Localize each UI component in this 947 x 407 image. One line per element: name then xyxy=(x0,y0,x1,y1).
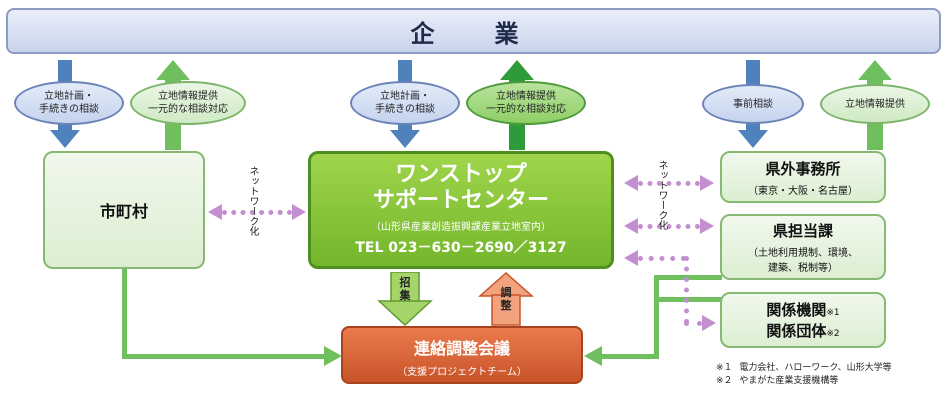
office-network-arrowhead-right xyxy=(700,175,714,191)
municipality-connector-arrowhead xyxy=(324,346,342,366)
section-sub-line1: （土地利用規制、環境、 xyxy=(748,248,858,259)
company-banner: 企 業 xyxy=(6,8,941,54)
out-of-prefecture-office-box: 県外事務所 （東京・大阪・名古屋） xyxy=(720,151,886,203)
orgs-network-vertical-link xyxy=(684,256,689,324)
banner-title: 企 業 xyxy=(410,19,537,48)
center-title-line2: サポートセンター xyxy=(372,188,549,213)
center-lower-network-link xyxy=(638,256,686,261)
orgs-network-arrowhead xyxy=(702,315,716,331)
section-label: 県担当課 xyxy=(772,222,833,240)
left-info-line2: 一元的な相談対応 xyxy=(148,104,228,115)
adjust-up-arrow xyxy=(478,272,534,326)
footnotes: ※１ 電力会社、ハローワーク、山形大学等 ※２ やまがた産業支援機構等 xyxy=(716,362,944,388)
related-orgs-box: 関係機関※1 関係団体※2 xyxy=(720,292,886,348)
center-consult-line1: 立地計画・ xyxy=(380,91,430,102)
recruit-label: 招 集 xyxy=(396,276,414,302)
adjust-label: 調 整 xyxy=(497,286,515,312)
office-network-link xyxy=(638,181,700,186)
left-network-arrowhead-right xyxy=(292,204,306,220)
left-consult-line1: 立地計画・ xyxy=(44,91,94,102)
orgs-label2: 関係団体 xyxy=(766,322,827,340)
left-network-label: ネットワーク化 xyxy=(244,166,258,236)
orgs-line2: 関係団体※2 xyxy=(766,320,839,341)
orgs-network-horizontal-link xyxy=(684,321,702,326)
footnote-1-text: 電力会社、ハローワーク、山形大学等 xyxy=(739,363,892,373)
office-label: 県外事務所 xyxy=(765,159,841,178)
right-consult-oval: 事前相談 xyxy=(702,84,804,124)
footnote-2-mark: ※２ xyxy=(716,376,733,386)
recruit-char1: 招 xyxy=(399,276,411,289)
adjust-char1: 調 xyxy=(500,286,512,299)
right-connector-vertical xyxy=(654,275,659,359)
left-info-oval: 立地情報提供 一元的な相談対応 xyxy=(130,81,246,125)
center-consult-oval: 立地計画・ 手続きの相談 xyxy=(350,81,460,125)
orgs-mark2: ※2 xyxy=(826,329,840,339)
municipality-label: 市町村 xyxy=(99,202,148,221)
footnote-1: ※１ 電力会社、ハローワーク、山形大学等 xyxy=(716,362,944,375)
one-stop-support-center: ワンストップ サポートセンター （山形県産業創造振興課産業立地室内） TEL 0… xyxy=(308,151,614,269)
section-network-arrowhead-right xyxy=(700,218,714,234)
left-network-arrowhead-left xyxy=(208,204,222,220)
office-network-arrowhead-left xyxy=(624,175,638,191)
orgs-mark1: ※1 xyxy=(826,308,840,318)
right-info-text: 立地情報提供 xyxy=(845,98,905,110)
right-connector-bottom xyxy=(600,354,659,359)
left-network-text: ネットワーク化 xyxy=(247,166,258,236)
center-info-line2: 一元的な相談対応 xyxy=(486,104,566,115)
section-network-arrowhead-left xyxy=(624,218,638,234)
center-title-line1: ワンストップ xyxy=(395,162,527,187)
recruit-down-arrow xyxy=(377,272,433,326)
right-network-text: ネットワーク化 xyxy=(656,160,667,230)
left-consult-line2: 手続きの相談 xyxy=(39,104,99,115)
center-consult-line2: 手続きの相談 xyxy=(375,104,435,115)
right-info-oval: 立地情報提供 xyxy=(820,84,930,124)
section-sub-line2: 建築、税制等） xyxy=(768,263,838,274)
right-network-label: ネットワーク化 xyxy=(653,160,667,230)
footnote-2-text: やまがた産業支援機構等 xyxy=(739,376,839,386)
left-network-link xyxy=(222,210,292,215)
footnote-1-mark: ※１ xyxy=(716,363,733,373)
municipality-box: 市町村 xyxy=(43,151,205,269)
orgs-line1: 関係機関※1 xyxy=(766,299,839,320)
orgs-label1: 関係機関 xyxy=(766,301,827,319)
center-info-line1: 立地情報提供 xyxy=(496,91,556,102)
center-info-oval: 立地情報提供 一元的な相談対応 xyxy=(466,81,586,125)
municipality-connector-vertical xyxy=(122,269,127,359)
office-sub: （東京・大阪・名古屋） xyxy=(748,185,858,197)
left-consult-oval: 立地計画・ 手続きの相談 xyxy=(14,81,124,125)
center-tel: TEL 023－630－2690／3127 xyxy=(355,240,567,256)
recruit-char2: 集 xyxy=(399,289,411,302)
center-lower-network-arrowhead xyxy=(624,250,638,266)
municipality-connector-horizontal xyxy=(122,354,326,359)
center-location: （山形県産業創造振興課産業立地室内） xyxy=(371,222,551,233)
prefecture-section-box: 県担当課 （土地利用規制、環境、 建築、税制等） xyxy=(720,214,886,280)
meeting-subtitle: （支援プロジェクトチーム） xyxy=(397,367,527,378)
left-info-line1: 立地情報提供 xyxy=(158,91,218,102)
liaison-meeting-box: 連絡調整会議 （支援プロジェクトチーム） xyxy=(341,326,583,384)
footnote-2: ※２ やまがた産業支援機構等 xyxy=(716,375,944,388)
right-connector-arrowhead xyxy=(584,346,602,366)
meeting-title: 連絡調整会議 xyxy=(413,339,510,358)
right-consult-text: 事前相談 xyxy=(733,98,773,110)
section-network-link xyxy=(638,224,700,229)
adjust-char2: 整 xyxy=(500,299,512,312)
